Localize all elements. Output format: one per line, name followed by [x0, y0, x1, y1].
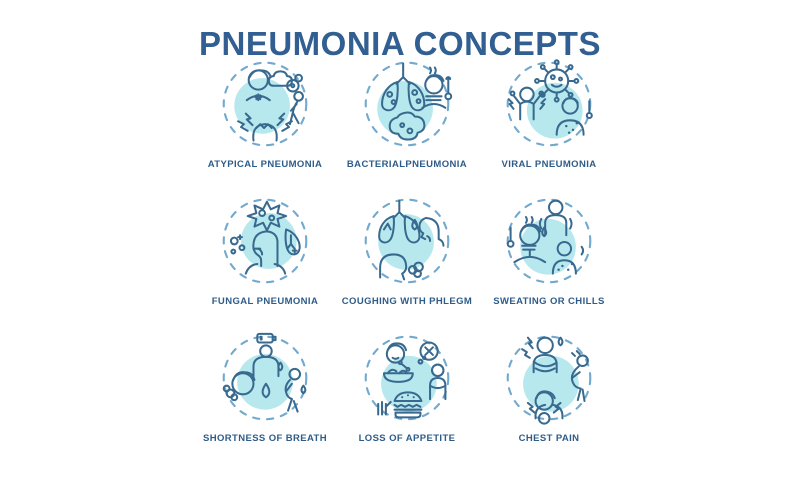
concept-card-loss-of-appetite: LOSS OF APPETITE: [336, 330, 478, 445]
shortness-of-breath-icon: [222, 332, 308, 421]
concept-card-sweating-or-chills: SWEATING OR CHILLS: [478, 193, 620, 308]
chest-pain-icon: [506, 335, 592, 425]
sweating-or-chills-icon: [506, 198, 592, 284]
concept-card-chest-pain: CHEST PAIN: [478, 330, 620, 445]
concept-label: CHEST PAIN: [518, 433, 580, 444]
concept-label: LOSS OF APPETITE: [358, 433, 456, 444]
concept-card-atypical-pneumonia: ATYPICAL PNEUMONIA: [194, 56, 336, 171]
coughing-with-phlegm-icon: [364, 198, 450, 284]
concept-card-viral-pneumonia: VIRAL PNEUMONIA: [478, 56, 620, 171]
page-title: PNEUMONIA CONCEPTS: [199, 25, 601, 62]
concept-card-shortness-of-breath: SHORTNESS OF BREATH: [194, 330, 336, 445]
atypical-pneumonia-icon: [222, 61, 308, 147]
viral-pneumonia-icon: [506, 59, 593, 147]
concept-label: COUGHING WITH PHLEGM: [341, 296, 473, 307]
concept-grid: ATYPICAL PNEUMONIA: [194, 56, 620, 445]
concept-label: ATYPICAL PNEUMONIA: [207, 159, 323, 170]
concept-label: BACTERIALPNEUMONIA: [346, 159, 468, 170]
concept-card-coughing-with-phlegm: COUGHING WITH PHLEGM: [336, 193, 478, 308]
fungal-pneumonia-icon: [222, 198, 308, 284]
concept-label: FUNGAL PNEUMONIA: [211, 296, 319, 307]
concept-card-bacterial-pneumonia: BACTERIALPNEUMONIA: [336, 56, 478, 171]
concept-label: SHORTNESS OF BREATH: [202, 433, 328, 444]
concept-card-fungal-pneumonia: FUNGAL PNEUMONIA: [194, 193, 336, 308]
concept-label: VIRAL PNEUMONIA: [501, 159, 597, 170]
concept-label: SWEATING OR CHILLS: [493, 296, 605, 307]
bacterial-pneumonia-icon: [364, 61, 453, 147]
loss-of-appetite-icon: [364, 335, 450, 421]
